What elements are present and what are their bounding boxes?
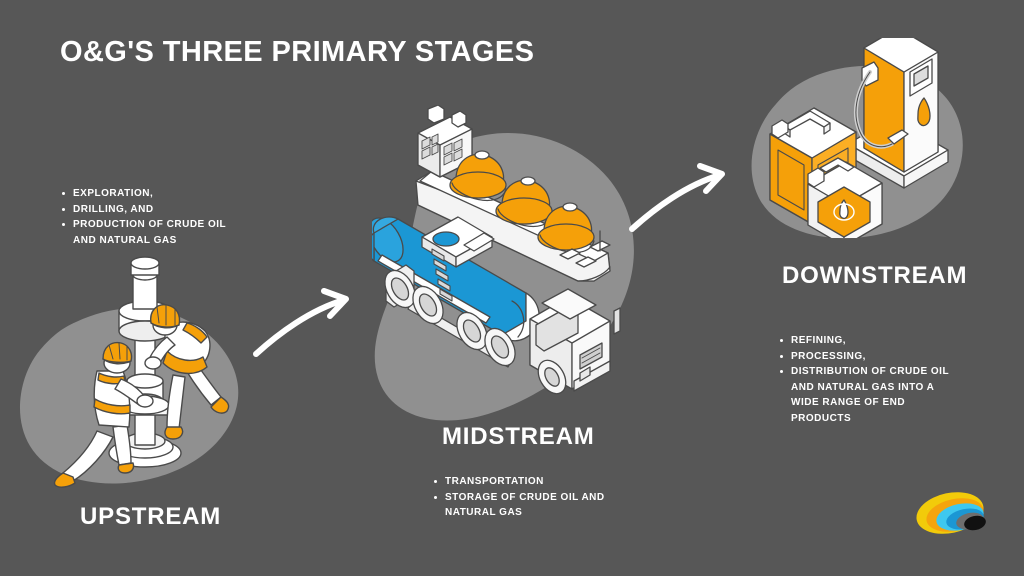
page-title: O&G'S THREE PRIMARY STAGES <box>60 36 535 68</box>
swoosh-ellipse-logo <box>916 492 986 534</box>
illustration-lng-ship-and-tanker-truck <box>372 105 621 395</box>
list-item: EXPLORATION, <box>62 186 262 202</box>
list-item: PROCESSING, <box>780 349 980 365</box>
bullet-list-upstream: EXPLORATION, DRILLING, AND PRODUCTION OF… <box>62 186 262 248</box>
list-item: DISTRIBUTION OF CRUDE OIL AND NATURAL GA… <box>780 364 980 426</box>
list-item: STORAGE OF CRUDE OIL AND NATURAL GAS <box>434 490 634 521</box>
list-item: TRANSPORTATION <box>434 474 634 490</box>
list-item: DRILLING, AND <box>62 202 262 218</box>
illustration-fuel-pump-and-containers <box>769 38 949 238</box>
list-item: REFINING, <box>780 333 980 349</box>
bullet-list-midstream: TRANSPORTATION STORAGE OF CRUDE OIL AND … <box>434 474 634 521</box>
stage-heading-upstream: UPSTREAM <box>80 503 222 530</box>
arrow-midstream-to-downstream <box>629 163 725 232</box>
arrow-upstream-to-midstream <box>253 288 349 357</box>
stage-heading-midstream: MIDSTREAM <box>442 423 595 450</box>
illustration-oil-rig-workers <box>53 256 230 488</box>
stage-heading-downstream: DOWNSTREAM <box>782 262 968 289</box>
bullet-list-downstream: REFINING, PROCESSING, DISTRIBUTION OF CR… <box>780 333 980 426</box>
list-item: PRODUCTION OF CRUDE OIL AND NATURAL GAS <box>62 217 262 248</box>
